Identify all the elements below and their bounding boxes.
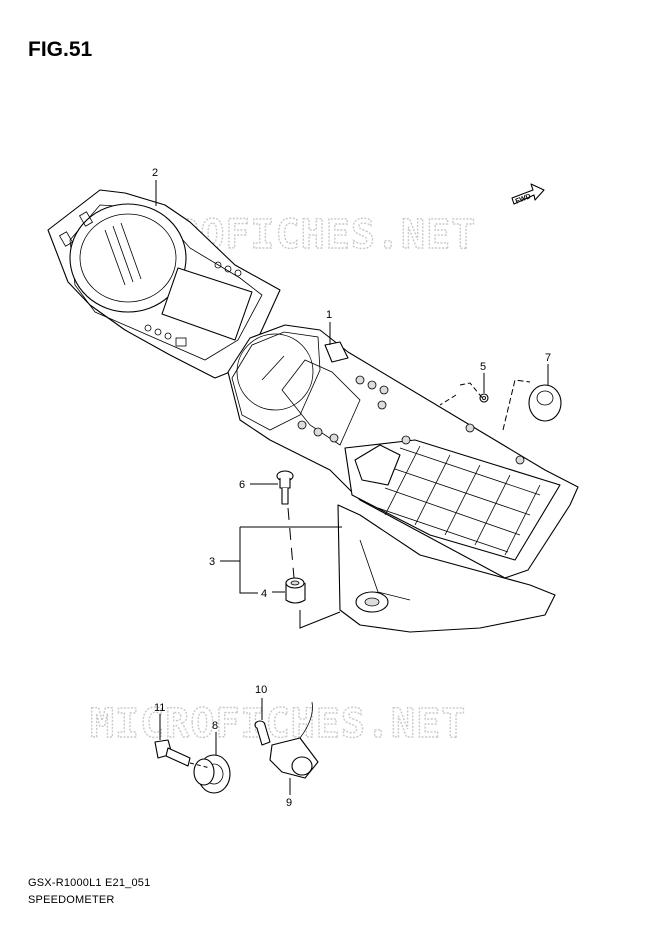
callout-3: 3: [209, 556, 215, 568]
fwd-arrow-icon: FWD: [511, 183, 545, 206]
part-9-speed-sensor: [269, 701, 319, 779]
leader-lines: [155, 180, 549, 795]
callout-1: 1: [326, 309, 332, 321]
callout-2: 2: [152, 167, 158, 179]
part-5-nut: [479, 393, 489, 403]
part-10-screw: [254, 720, 271, 746]
model-code: GSX-R1000L1 E21_051: [28, 877, 151, 889]
watermark-lower: MICROFICHES.NET: [90, 701, 466, 747]
figure-title: FIG.51: [28, 38, 93, 61]
callout-6: 6: [239, 479, 245, 491]
part-8-collar: [193, 754, 231, 794]
part-meter-assembly: [227, 324, 579, 579]
callout-4: 4: [261, 588, 267, 600]
part-4-cushion: [285, 577, 306, 604]
callout-11: 11: [154, 702, 165, 714]
callout-9: 9: [286, 797, 292, 809]
part-6-screw: [276, 470, 294, 505]
fwd-arrow-label: FWD: [515, 193, 532, 205]
section-name: SPEEDOMETER: [28, 894, 115, 906]
part-11-bolt: [154, 739, 191, 767]
callout-8: 8: [212, 720, 218, 732]
part-meter-cover: [47, 189, 281, 379]
callout-5: 5: [480, 361, 486, 373]
part-meter-rear-case: [337, 504, 556, 633]
part-7-grommet: [528, 384, 562, 422]
callout-10: 10: [255, 684, 267, 696]
callout-7: 7: [545, 352, 551, 364]
